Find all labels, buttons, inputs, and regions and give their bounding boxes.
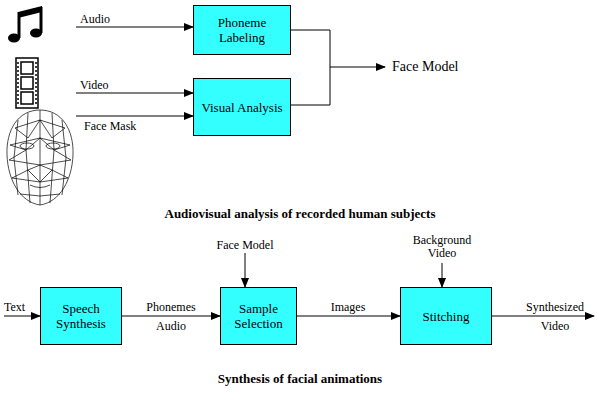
flow-label: Face Model xyxy=(217,239,274,252)
process-box: Phoneme Labeling xyxy=(193,5,291,55)
box-label: Phoneme Labeling xyxy=(199,15,285,45)
box-label: Sample Selection xyxy=(226,301,291,331)
flow-label: Audio xyxy=(156,320,186,333)
film-icon xyxy=(16,58,38,108)
process-box: Stitching xyxy=(400,287,492,345)
flow-label: Face Mask xyxy=(84,120,136,133)
section-caption: Synthesis of facial animations xyxy=(218,372,382,385)
section-caption: Audiovisual analysis of recorded human s… xyxy=(165,207,436,220)
flow-label: Video xyxy=(80,79,109,92)
flow-label: Phonemes xyxy=(146,301,195,314)
flow-label: Face Model xyxy=(392,60,458,73)
box-label: Speech Synthesis xyxy=(46,301,116,331)
flow-label: Images xyxy=(331,301,366,314)
flow-label: Background Video xyxy=(412,234,472,260)
flow-label: Text xyxy=(4,301,25,314)
music-icon xyxy=(8,6,42,43)
output-arrow xyxy=(492,316,594,317)
flow-label: Synthesized xyxy=(526,301,584,314)
process-box: Sample Selection xyxy=(220,287,297,345)
merge-line xyxy=(291,30,385,105)
flow-arrow xyxy=(122,316,220,317)
flow-label: Audio xyxy=(80,13,110,26)
flow-arrow xyxy=(297,316,400,317)
box-label: Visual Analysis xyxy=(201,100,282,115)
process-box: Speech Synthesis xyxy=(40,287,122,345)
input-arrow xyxy=(76,93,193,94)
input-arrow xyxy=(76,27,193,28)
box-label: Stitching xyxy=(423,309,470,324)
input-arrow xyxy=(442,263,443,287)
face-mask-icon xyxy=(7,110,73,205)
input-arrow xyxy=(76,116,193,117)
input-arrow xyxy=(245,253,246,287)
input-arrow xyxy=(4,316,40,317)
process-box: Visual Analysis xyxy=(193,78,291,136)
flow-label: Video xyxy=(541,320,570,333)
